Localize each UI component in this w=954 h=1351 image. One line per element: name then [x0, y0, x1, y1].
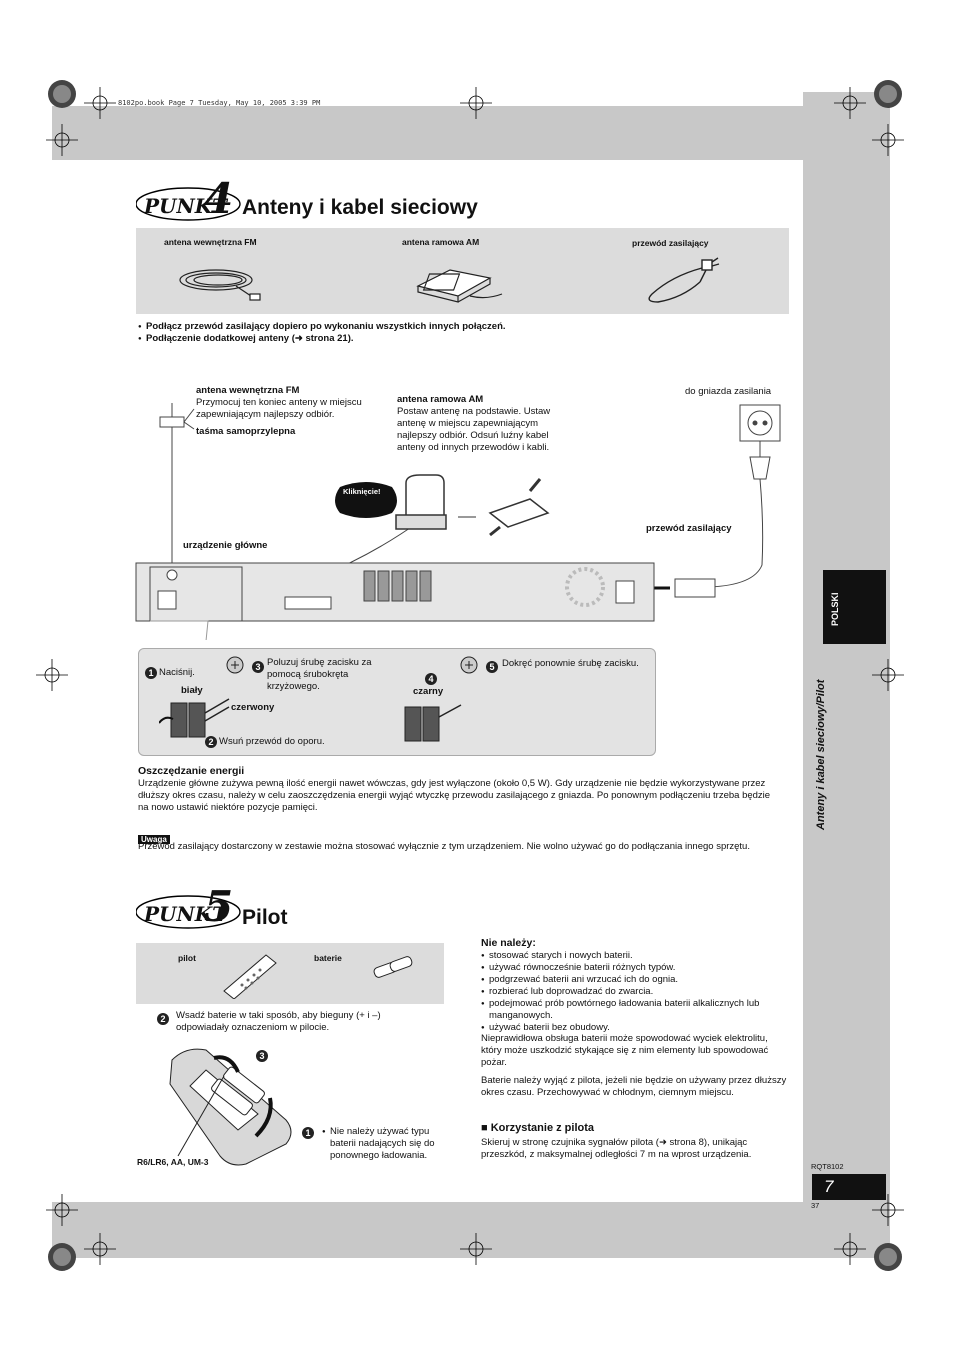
- terminal-white-red-icon: [159, 698, 230, 738]
- step-number: 3: [252, 661, 264, 673]
- list-item: podgrzewać baterii ani wrzucać ich do og…: [481, 974, 787, 986]
- badge-ellipse-icon: [136, 895, 241, 929]
- leader-line: [177, 1075, 225, 1157]
- list-item: stosować starych i nowych baterii.: [481, 950, 787, 962]
- note-item: Podłącz przewód zasilający dopiero po wy…: [138, 321, 778, 333]
- diagram-tape: taśma samoprzylepna: [196, 426, 296, 437]
- main-unit-icon: [135, 562, 655, 622]
- use-title: ■ Korzystanie z pilota: [481, 1122, 594, 1134]
- am-loop-icon: [395, 474, 550, 537]
- remove-text: Baterie należy wyjąć z pilota, jeżeli ni…: [481, 1075, 787, 1098]
- power-cord-icon: [648, 257, 720, 303]
- step-number: 4: [425, 673, 437, 685]
- warning-text: Nieprawidłowa obsługa baterii może spowo…: [481, 1033, 769, 1068]
- list-item: używać równocześnie baterii różnych typó…: [481, 962, 787, 974]
- page-number: 7: [824, 1177, 834, 1196]
- diagram-outlet: do gniazda zasilania: [685, 386, 772, 397]
- small-number: 37: [811, 1201, 820, 1210]
- am-antenna-icon: [416, 269, 503, 303]
- register-target-icon: [48, 80, 902, 1271]
- step-number: 1: [145, 667, 157, 679]
- terminal-black-icon: [404, 704, 462, 742]
- crosshair-icon: [36, 87, 904, 1265]
- diagram-power-cord: przewód zasilający: [646, 523, 732, 534]
- battery-type: R6/LR6, AA, UM-3: [137, 1157, 209, 1167]
- label-black: czarny: [413, 686, 444, 697]
- step-number: 3: [256, 1050, 268, 1062]
- step5-text: Dokręć ponownie śrubę zacisku.: [502, 658, 639, 669]
- accessory-fm: antena wewnętrzna FM: [164, 237, 257, 247]
- diagram-fm-text: Przymocuj ten koniec anteny w miejscu za…: [196, 397, 362, 420]
- step-number: 5: [486, 661, 498, 673]
- doc-code: RQT8102: [811, 1162, 844, 1171]
- batteries-icon: [373, 956, 413, 978]
- accessory-am: antena ramowa AM: [402, 237, 480, 247]
- click-label: Kliknięcie!: [343, 487, 381, 496]
- header-band: [52, 106, 890, 160]
- diagram-am-text: Postaw antenę na podstawie. Ustaw antenę…: [397, 406, 551, 453]
- list-item: rozbierać lub doprowadzać do zwarcia.: [481, 986, 787, 998]
- screwdriver-icon: [460, 656, 478, 674]
- step-number: 2: [157, 1013, 169, 1025]
- list-item: podejmować prób powtórnego ładowania bat…: [481, 998, 787, 1022]
- sidebar-title: Anteny i kabel sieciowy/Pilot: [815, 679, 827, 830]
- diagram-am-title: antena ramowa AM: [397, 394, 484, 405]
- language-label: POLSKI: [830, 592, 840, 626]
- step5-title: Pilot: [242, 906, 288, 929]
- accessory-cord: przewód zasilający: [632, 238, 709, 248]
- side-band: [803, 92, 890, 1202]
- dont-list: stosować starych i nowych baterii. używa…: [481, 950, 787, 1034]
- dont-title: Nie należy:: [481, 937, 536, 949]
- badge-ellipse-icon: [136, 187, 241, 221]
- battery-step2: Wsadź baterie w taki sposób, aby bieguny…: [176, 1010, 381, 1033]
- remote-icon: [223, 954, 277, 999]
- step4-title: Anteny i kabel sieciowy: [242, 196, 478, 219]
- diagram-fm-title: antena wewnętrzna FM: [196, 385, 300, 396]
- energy-text: Urządzenie główne zużywa pewną ilość ene…: [138, 778, 771, 813]
- step1-text: Naciśnij.: [159, 667, 195, 678]
- step3-text: Poluzuj śrubę zacisku za pomocą śrubokrę…: [267, 657, 372, 692]
- battery-insert-diagram: [169, 1048, 292, 1166]
- connection-diagram: [135, 403, 781, 640]
- fm-antenna-icon: [179, 269, 261, 301]
- uwaga-label: Uwaga: [138, 829, 170, 847]
- screwdriver-icon: [226, 656, 244, 674]
- accessory-remote: pilot: [178, 953, 196, 963]
- step2-text: Wsuń przewód do oporu.: [219, 736, 325, 747]
- energy-title: Oszczędzanie energii: [138, 765, 245, 777]
- terminal-steps-box: 1 Naciśnij. biały czerwony 2 Wsuń przewó…: [138, 648, 656, 756]
- page-number-box: 7: [812, 1174, 886, 1200]
- step4-notes: Podłącz przewód zasilający dopiero po wy…: [138, 321, 778, 345]
- diagram-main-unit: urządzenie główne: [183, 540, 268, 551]
- step-number: 1: [302, 1127, 314, 1139]
- accessory-batteries: baterie: [314, 953, 342, 963]
- battery-step1: Nie należy używać typu baterii nadającyc…: [322, 1126, 448, 1162]
- click-badge-icon: [335, 482, 397, 518]
- label-red: czerwony: [231, 702, 275, 713]
- accessories-box: antena wewnętrzna FM antena ramowa AM pr…: [136, 228, 789, 314]
- uwaga-text: Przewód zasilający dostarczony w zestawi…: [138, 841, 750, 852]
- use-text: Skieruj w stronę czujnika sygnałów pilot…: [481, 1137, 752, 1160]
- language-tab: [823, 570, 886, 644]
- note-item: Podłączenie dodatkowej anteny (➜ strona …: [138, 333, 778, 345]
- list-item: używać baterii bez obudowy.: [481, 1022, 787, 1034]
- label-white: biały: [181, 685, 203, 696]
- battery-step1-list: Nie należy używać typu baterii nadającyc…: [322, 1126, 448, 1162]
- step-number: 2: [205, 736, 217, 748]
- book-line: 8102po.book Page 7 Tuesday, May 10, 2005…: [118, 99, 321, 107]
- remote-accessories-box: pilot baterie: [136, 943, 444, 1004]
- square-bullet-icon: ■: [481, 1122, 491, 1134]
